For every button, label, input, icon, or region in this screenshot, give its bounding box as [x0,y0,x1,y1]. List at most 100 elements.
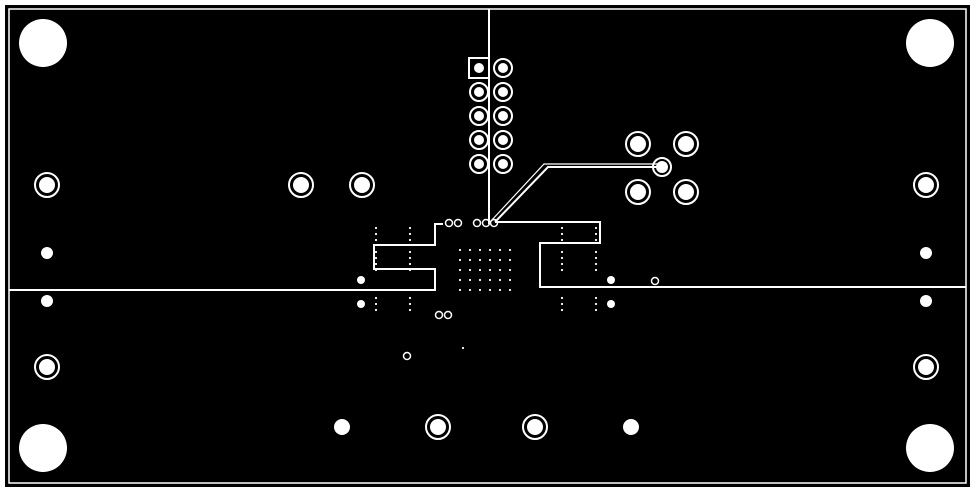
thermal-via [468,258,472,262]
thermal-via [560,268,564,272]
thermal-via [374,250,378,254]
thermal-via [478,288,482,292]
header-pin [493,154,513,174]
thermal-via [468,268,472,272]
header-pin [493,106,513,126]
thermal-via [508,258,512,262]
thermal-via [560,308,564,312]
thermal-via [478,278,482,282]
side-pad-left-top [34,172,60,198]
mounting-hole-top-left [19,19,67,67]
thermal-via [498,278,502,282]
thermal-via [374,268,378,272]
tht-pad-mid-2 [349,172,375,198]
board-outline [3,3,972,489]
small-pad-right-1 [920,247,932,259]
thermal-via [374,262,378,266]
quad-pad [625,131,651,157]
thermal-via [560,302,564,306]
thermal-via [458,258,462,262]
thermal-via [408,250,412,254]
vias [402,218,660,361]
via [489,218,499,228]
thermal-via [594,238,598,242]
small-pad-left-1 [41,247,53,259]
thermal-via [374,226,378,230]
mounting-hole-bottom-right [906,424,954,472]
side-pads [34,172,939,440]
thermal-via [488,268,492,272]
via [402,351,412,361]
via [453,218,463,228]
thermal-via [408,226,412,230]
thermal-via [408,238,412,242]
thermal-via [508,268,512,272]
thermal-via [594,302,598,306]
quad-pad [625,179,651,205]
thermal-via [560,262,564,266]
via [434,310,444,320]
thermal-via [488,288,492,292]
thermal-via [408,256,412,260]
bottom-dot-right [623,419,639,435]
center-pad [652,157,672,177]
small-pad-right-2 [920,295,932,307]
thermal-via [560,250,564,254]
thermal-via [408,262,412,266]
thermal-via [508,278,512,282]
thermal-via [488,248,492,252]
mounting-hole-bottom-left [19,424,67,472]
left-split [9,223,443,291]
thermal-via [408,296,412,300]
bottom-pad-1 [425,414,451,440]
header-pin [493,130,513,150]
header-pin [469,106,489,126]
diagonal-trace-inner [489,163,662,223]
mounting-holes [19,19,954,472]
thermal-via [594,262,598,266]
thermal-via [560,256,564,260]
thermal-via [594,226,598,230]
plane-split-lines [9,9,966,291]
via [443,310,453,320]
thermal-via [498,258,502,262]
header-pin [469,154,489,174]
thermal-via [488,278,492,282]
thermal-via [461,346,465,350]
header-pin [469,82,489,102]
side-pad-right-bottom [913,354,939,380]
thermal-via [594,250,598,254]
thermal-via [488,258,492,262]
mounting-hole-top-right [906,19,954,67]
header-pin1-square [468,57,490,79]
thermal-via [478,248,482,252]
thermal-via [478,258,482,262]
side-pad-right-top [913,172,939,198]
thermal-via [508,288,512,292]
via [472,218,482,228]
thermal-via [508,248,512,252]
header-pin [474,63,484,73]
thermal-via [374,308,378,312]
thermal-via [374,232,378,236]
thermal-via [458,278,462,282]
thermal-via [468,288,472,292]
header-connector [468,57,513,174]
quad-connector [625,131,699,205]
thermal-via [594,308,598,312]
thermal-via [374,296,378,300]
board-inner-edge [8,8,967,484]
quad-pad [673,179,699,205]
side-pad-left-bottom [34,354,60,380]
thermal-via [374,256,378,260]
thermal-via [478,268,482,272]
tht-pad-mid-1 [288,172,314,198]
thermal-via [498,248,502,252]
thermal-via [468,248,472,252]
thermal-via [374,302,378,306]
thermal-via [560,296,564,300]
thermal-via-field [374,226,598,350]
header-pin [493,82,513,102]
thermal-via [560,232,564,236]
